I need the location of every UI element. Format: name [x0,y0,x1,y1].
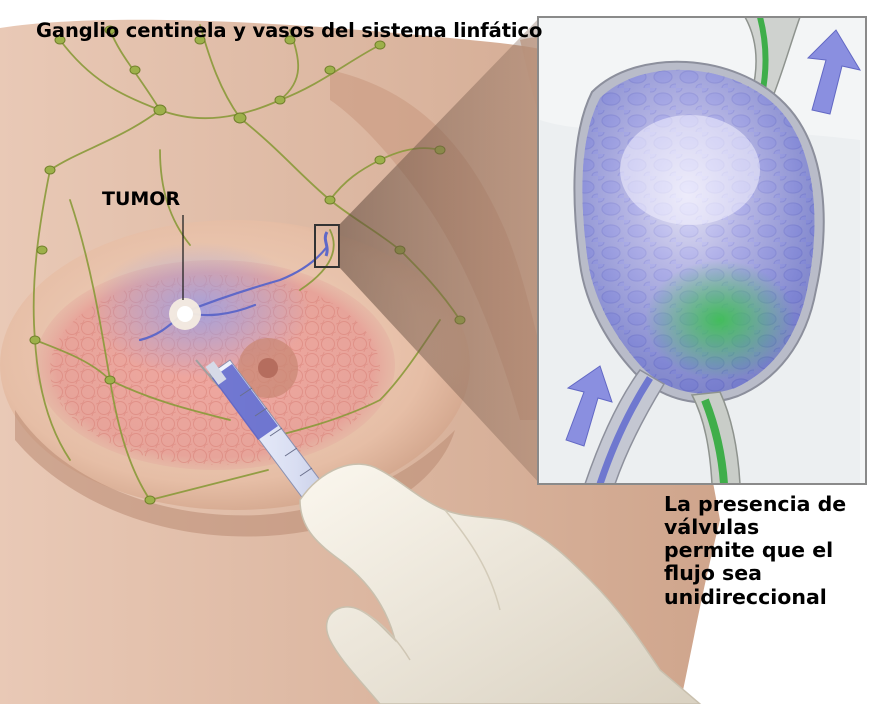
caption-line: válvulas [664,516,846,539]
tumor-label: TUMOR [102,189,180,210]
inset-panel [538,17,866,484]
page-title: Ganglio centinela y vasos del sistema li… [36,20,542,42]
caption-line: La presencia de [664,493,846,516]
nipple [258,358,278,378]
valve-caption: La presencia de válvulas permite que el … [664,493,846,609]
caption-line: unidireccional [664,586,846,609]
caption-line: flujo sea [664,562,846,585]
caption-line: permite que el [664,539,846,562]
